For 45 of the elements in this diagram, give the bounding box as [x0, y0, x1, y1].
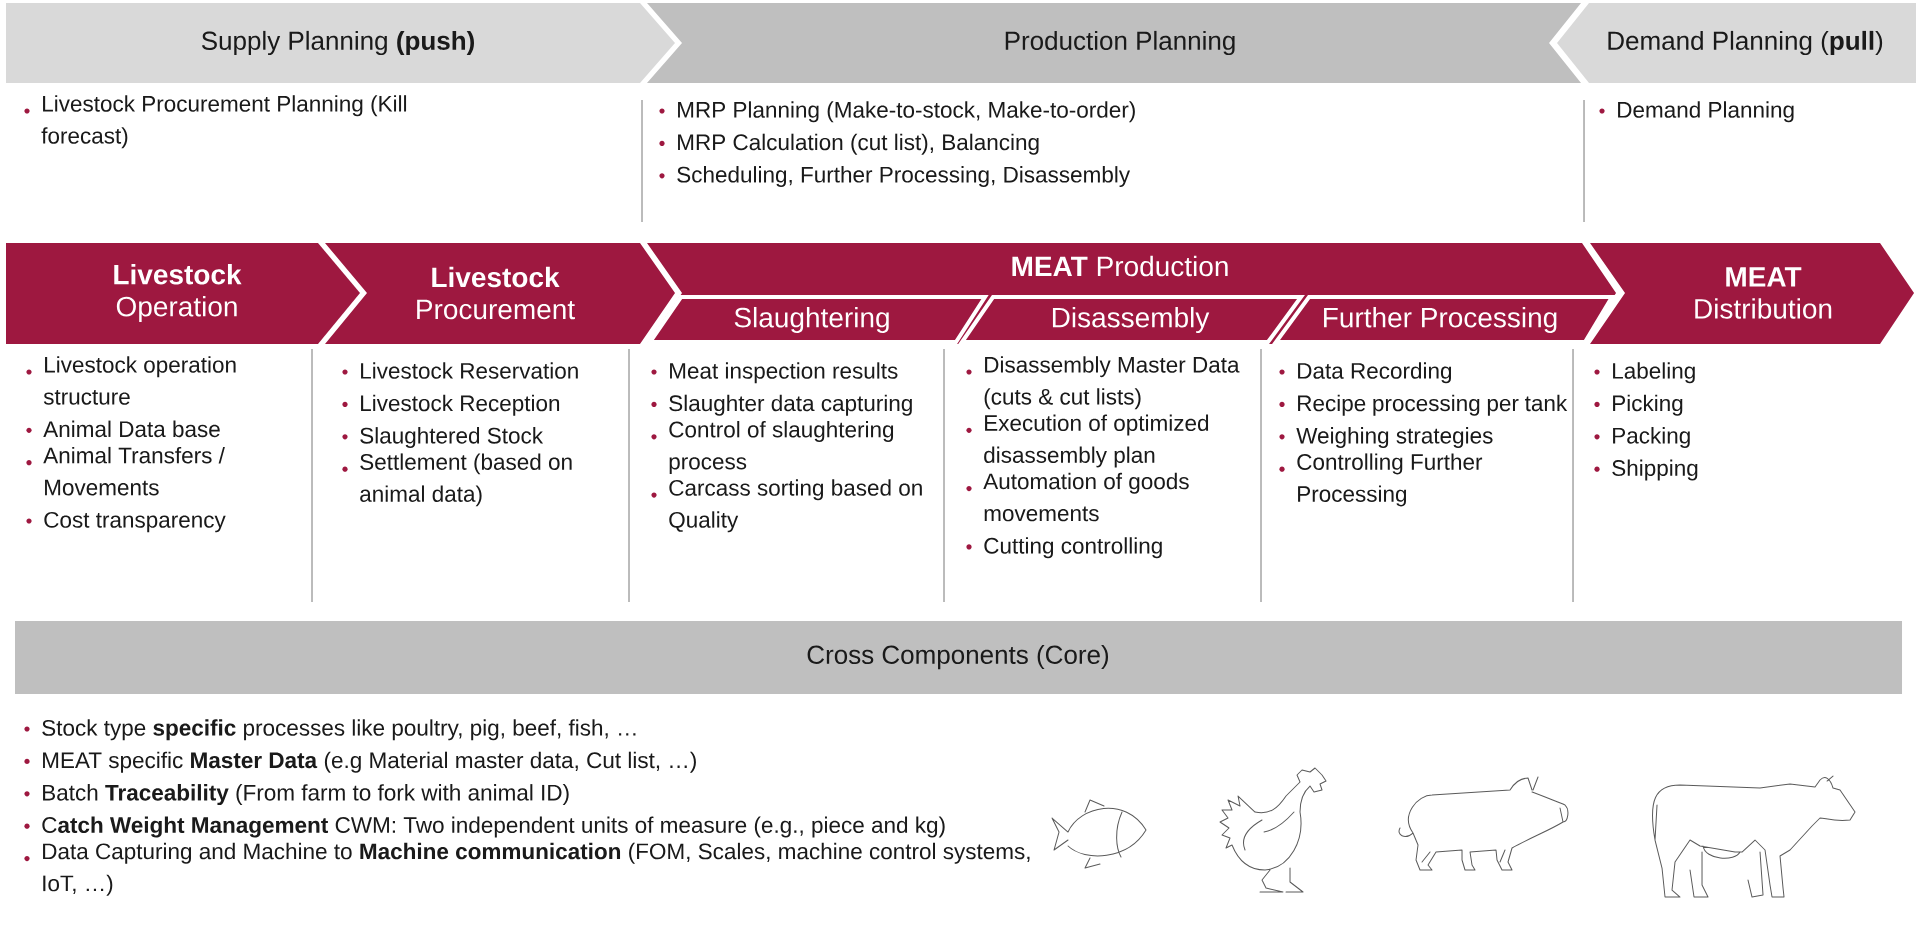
bullet-item: Execution of optimized disassembly plan — [966, 414, 1209, 468]
bullet-item: Picking — [1594, 394, 1683, 416]
phase-banner: MEAT Distribution — [1590, 243, 1914, 344]
bullet-item: Batch Traceability (From farm to fork with animal ID) — [24, 784, 569, 806]
bullet-item: Livestock Reception — [342, 394, 560, 416]
bullet-item: Automation of goods movements — [966, 472, 1189, 522]
bullet-item: Cost transparency — [26, 511, 226, 533]
bullet-item: Meat inspection results — [651, 362, 898, 384]
bullet-item: Shipping — [1594, 459, 1698, 481]
phase-banner: Demand Planning (pull) — [1557, 3, 1916, 83]
bullet-item: Stock type specific processes like poultry, pig, beef, fish, … — [24, 719, 636, 741]
bullet-item: MRP Calculation (cut list), Balancing — [659, 133, 1039, 155]
bullet-item: Cutting controlling — [966, 537, 1162, 559]
phase-banner: Supply Planning (push) — [6, 3, 675, 83]
bullet-item: Disassembly Master Data (cuts & cut lists) — [966, 356, 1240, 410]
bullet-item: MEAT specific Master Data (e.g Material master data, Cut list, …) — [24, 751, 696, 773]
bullet-item: Demand Planning — [1599, 101, 1794, 123]
bullet-item: Controlling Further Processing — [1279, 453, 1483, 507]
bullet-item: Catch Weight Management CWM: Two independent units of measure (e.g., piece and kg) — [24, 816, 945, 838]
node-label: Livestock Procurement — [417, 266, 575, 320]
bullet-item: Livestock operation structure — [26, 356, 236, 405]
bullet-item: Data Capturing and Machine to Machine communication (FOM, Scales, machine control systems, IoT, …) — [24, 842, 1030, 896]
phase-banner: Livestock Operation — [6, 243, 360, 344]
node-label: MEAT Production — [1012, 255, 1228, 277]
bullet-item: Recipe processing per tank — [1279, 394, 1568, 416]
bullet-item: Weighing strategies — [1279, 427, 1493, 449]
bullet-item: Animal Transfers / Movements — [26, 446, 225, 496]
bullet-item: Animal Data base — [26, 420, 220, 438]
phase-banner: Production Planning — [647, 3, 1581, 83]
bullet-item: Data Recording — [1279, 362, 1452, 384]
bullet-item: Control of slaughtering process — [651, 421, 894, 474]
bullet-item: Settlement (based on animal data) — [342, 453, 572, 507]
bullet-item: Livestock Reservation — [342, 362, 578, 379]
bullet-item: Packing — [1594, 427, 1690, 449]
bullet-item: Slaughtered Stock — [342, 427, 544, 449]
bullet-item: Scheduling, Further Processing, Disassembly — [659, 166, 1131, 188]
bullet-item: Carcass sorting based on Quality — [651, 479, 922, 533]
bullet-item: Labeling — [1594, 362, 1695, 384]
phase-banner: Cross Components (Core) — [15, 621, 1902, 694]
bullet-item: Slaughter data capturing — [651, 394, 912, 416]
bullet-item: Livestock Procurement Planning (Kill forecast) — [24, 95, 407, 149]
phase-banner: Livestock Procurement — [325, 243, 675, 344]
bullet-item: MRP Planning (Make-to-stock, Make-to-order) — [659, 101, 1135, 123]
node-label: Livestock Operation — [114, 263, 242, 323]
node-label: MEAT Distribution — [1695, 267, 1832, 319]
